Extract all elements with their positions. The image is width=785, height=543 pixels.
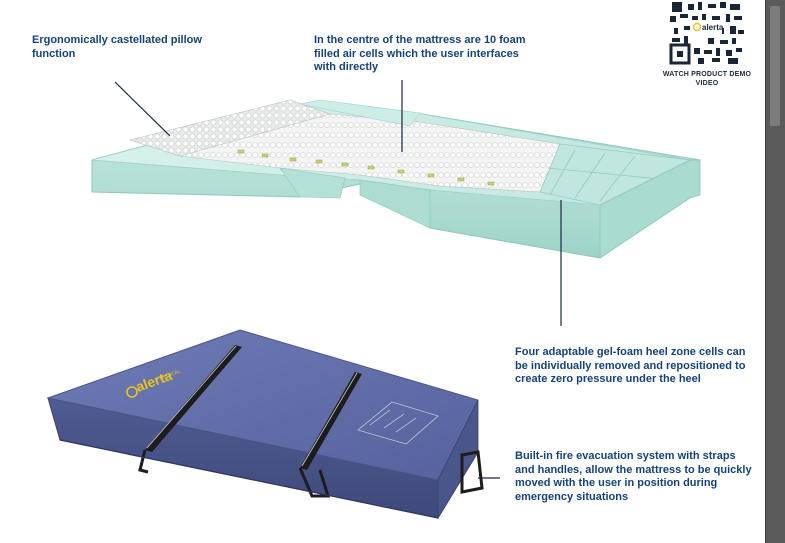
qr-caption: WATCH PRODUCT DEMO VIDEO: [662, 71, 752, 87]
play-icon: [692, 22, 702, 32]
heel-zone-cells: [547, 149, 671, 202]
caption-evacuation: Built-in fire evacuation system with str…: [515, 450, 752, 503]
air-cell-valves: [237, 149, 495, 186]
caption-pillow: Ergonomically castellated pillow functio…: [32, 34, 202, 60]
brand-mark-icon: [126, 386, 138, 398]
evacuation-strap-right: [298, 372, 362, 498]
scrollbar-thumb[interactable]: [770, 6, 780, 126]
covered-mattress-image: alerta MEDICAL: [46, 329, 484, 520]
vertical-scrollbar[interactable]: [765, 0, 785, 543]
qr-brand: alerta: [702, 23, 724, 32]
qr-code-icon[interactable]: alerta: [668, 0, 746, 66]
carry-handle-right: [460, 450, 484, 494]
caption-air-cells: In the centre of the mattress are 10 foa…: [314, 34, 526, 73]
care-label: [357, 401, 439, 445]
foam-mattress-image: [91, 80, 701, 479]
caption-heel-zone: Four adaptable gel-foam heel zone cells …: [515, 346, 746, 385]
brochure-page: Ergonomically castellated pillow functio…: [32, 0, 752, 520]
